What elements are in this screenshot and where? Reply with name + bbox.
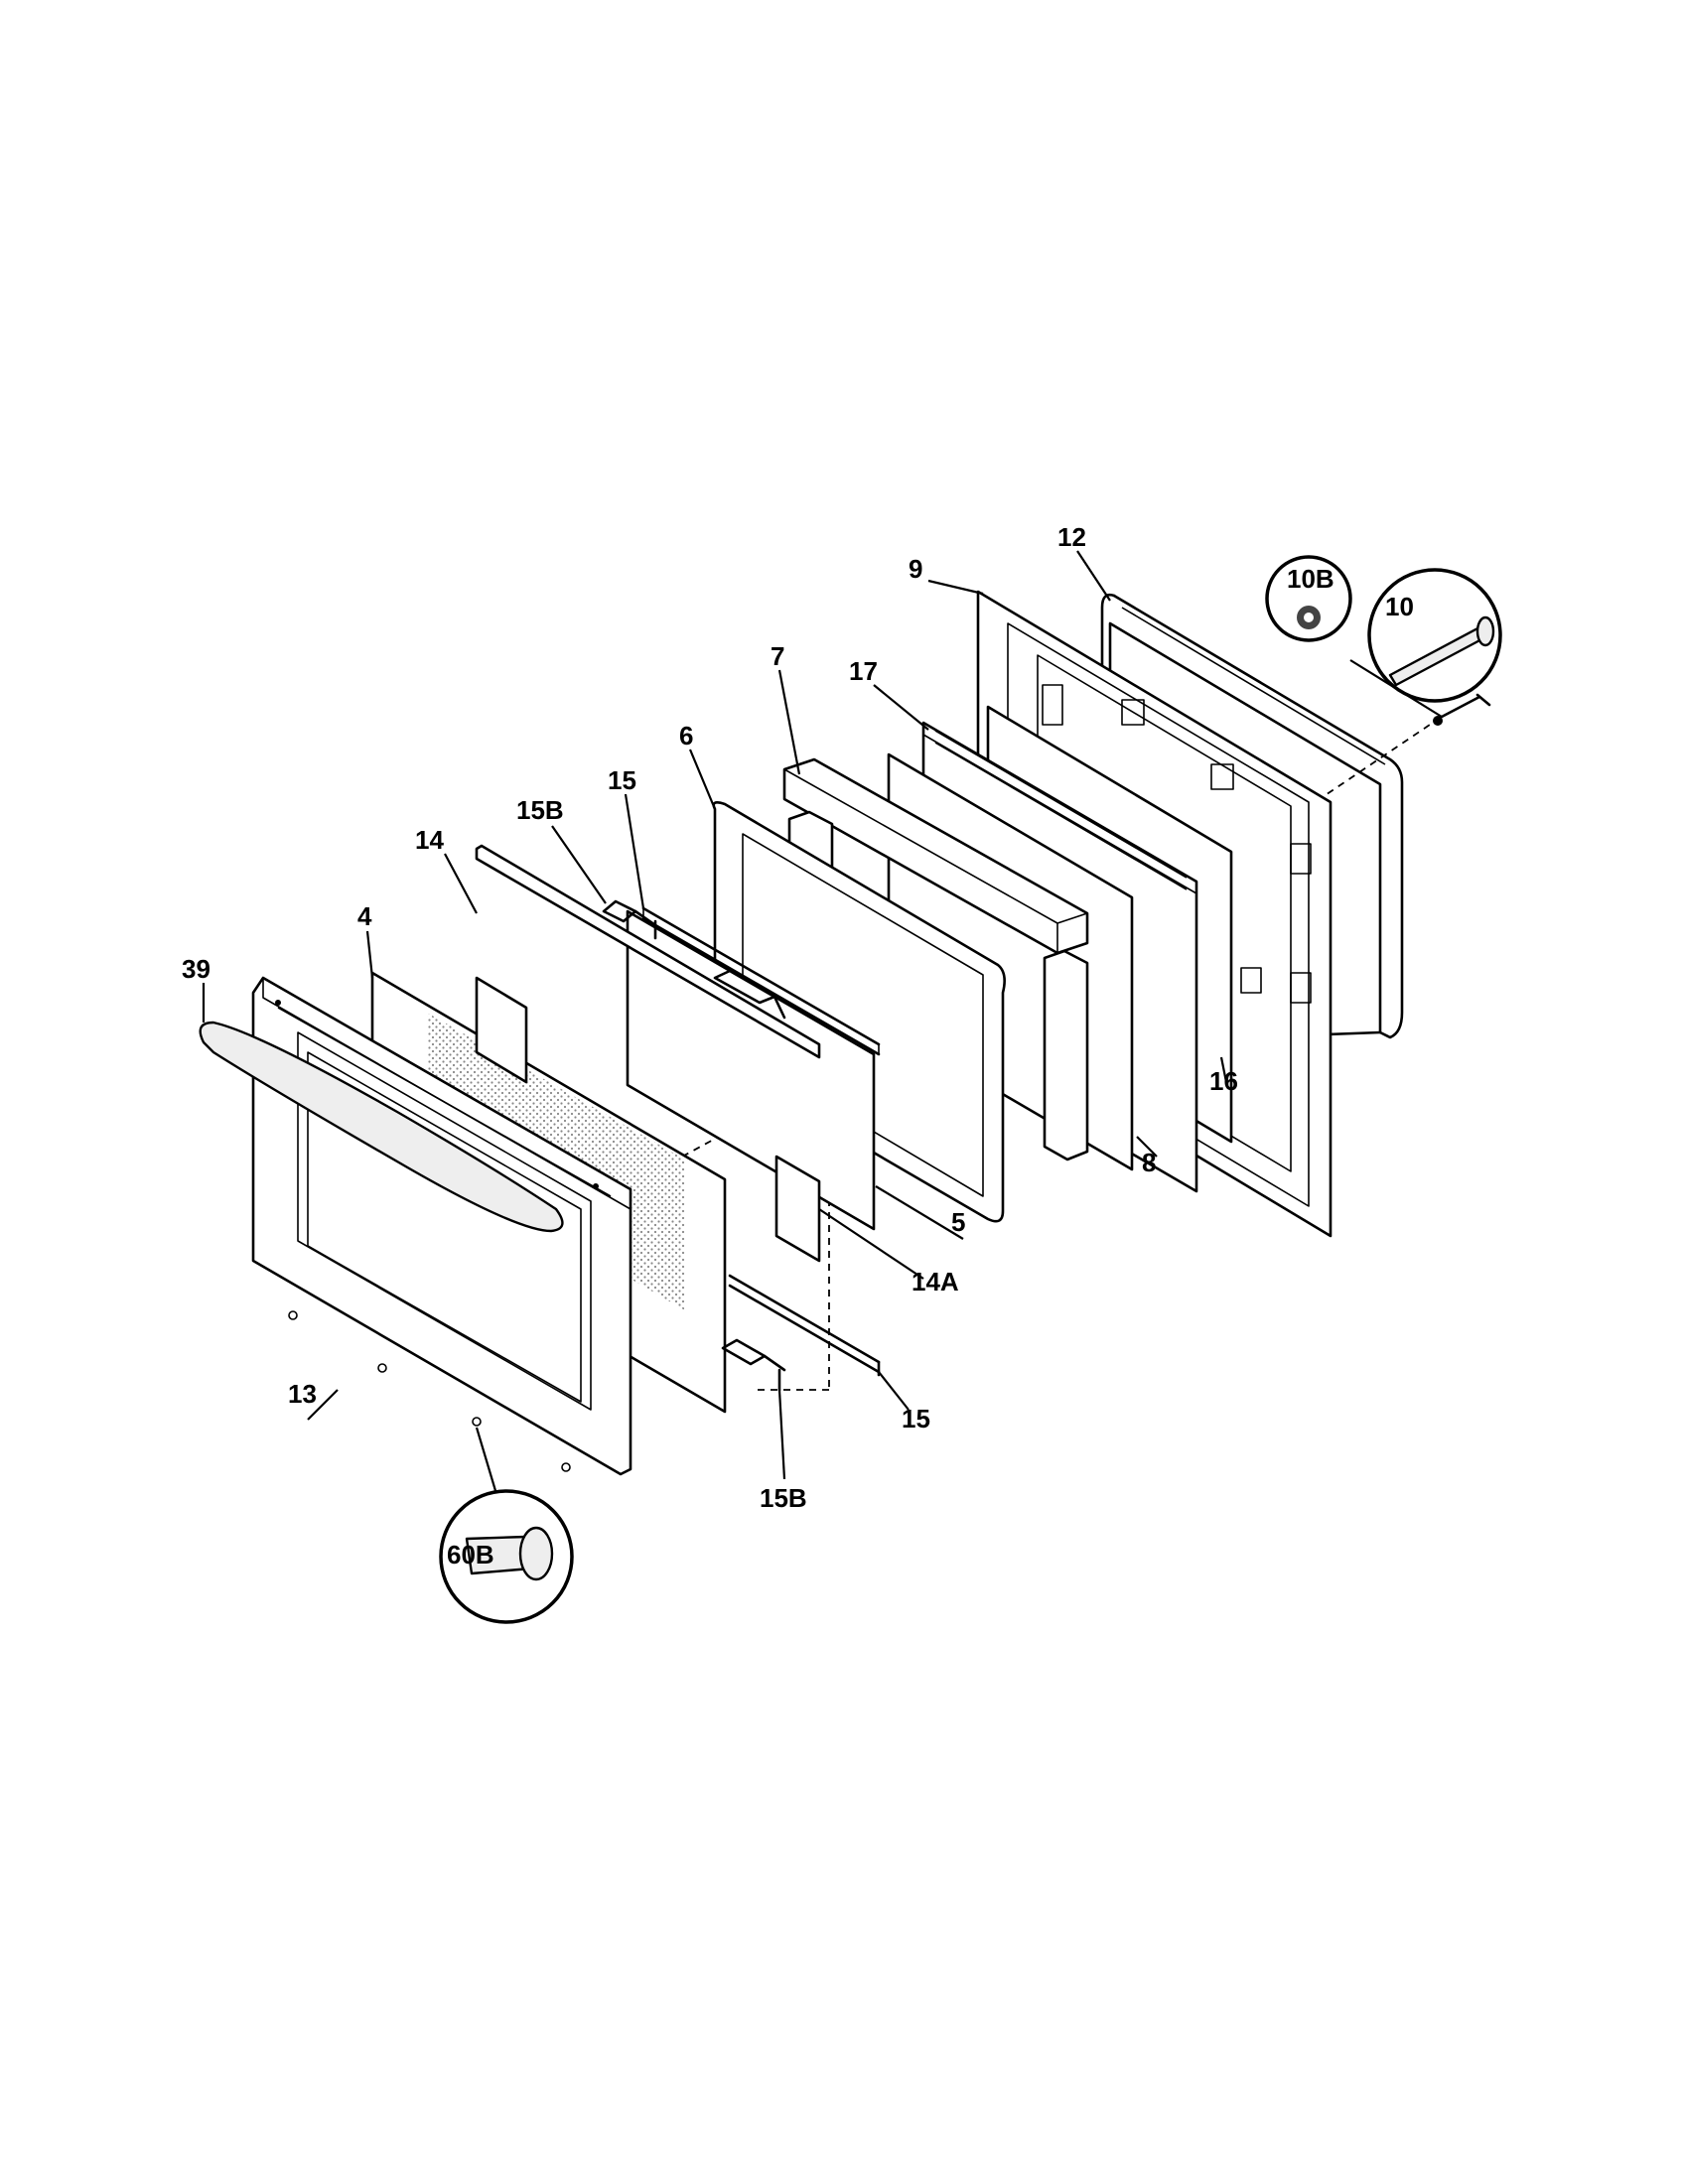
callout-10B-detail	[1265, 555, 1352, 642]
part-14A-insulation-pad	[774, 1155, 821, 1263]
callout-labels: 39 4 14 15B 15 6 7 17 9 12 10B 10 16 8 5…	[182, 522, 1414, 1570]
callout-9: 9	[909, 554, 922, 584]
callout-10: 10	[1385, 592, 1414, 621]
callout-39: 39	[182, 954, 210, 984]
part-5-middle-glass	[626, 909, 876, 1231]
part-15-hinge-channel-bottom	[728, 1274, 881, 1377]
callout-16: 16	[1209, 1066, 1238, 1096]
callout-60B-detail	[439, 1489, 574, 1624]
callout-10-detail	[1367, 568, 1502, 703]
callout-13: 13	[288, 1379, 317, 1409]
callout-14: 14	[415, 825, 444, 855]
callout-60B: 60B	[447, 1540, 494, 1570]
callout-15B-bottom: 15B	[760, 1483, 807, 1513]
callout-15-top: 15	[608, 765, 636, 795]
callout-14A: 14A	[912, 1267, 959, 1297]
callout-15-bottom: 15	[902, 1404, 930, 1433]
callout-5: 5	[951, 1207, 965, 1237]
part-15B-hinge-brackets-top	[602, 899, 786, 1020]
part-10-hardware-small	[1433, 693, 1491, 726]
callout-6: 6	[679, 721, 693, 751]
leader-lines	[202, 550, 1443, 1495]
callout-10B: 10B	[1287, 564, 1334, 594]
callout-17: 17	[849, 656, 878, 686]
part-39-door-handle	[199, 1021, 564, 1233]
part-14-insulation-strip	[475, 844, 821, 1059]
callout-7: 7	[771, 641, 784, 671]
callout-15B-top: 15B	[516, 795, 564, 825]
part-7-insulation	[782, 757, 1089, 955]
callout-8: 8	[1142, 1148, 1156, 1177]
callout-4: 4	[357, 901, 372, 931]
part-15B-hinge-brackets-bottom	[721, 1338, 786, 1392]
callout-12: 12	[1057, 522, 1086, 552]
